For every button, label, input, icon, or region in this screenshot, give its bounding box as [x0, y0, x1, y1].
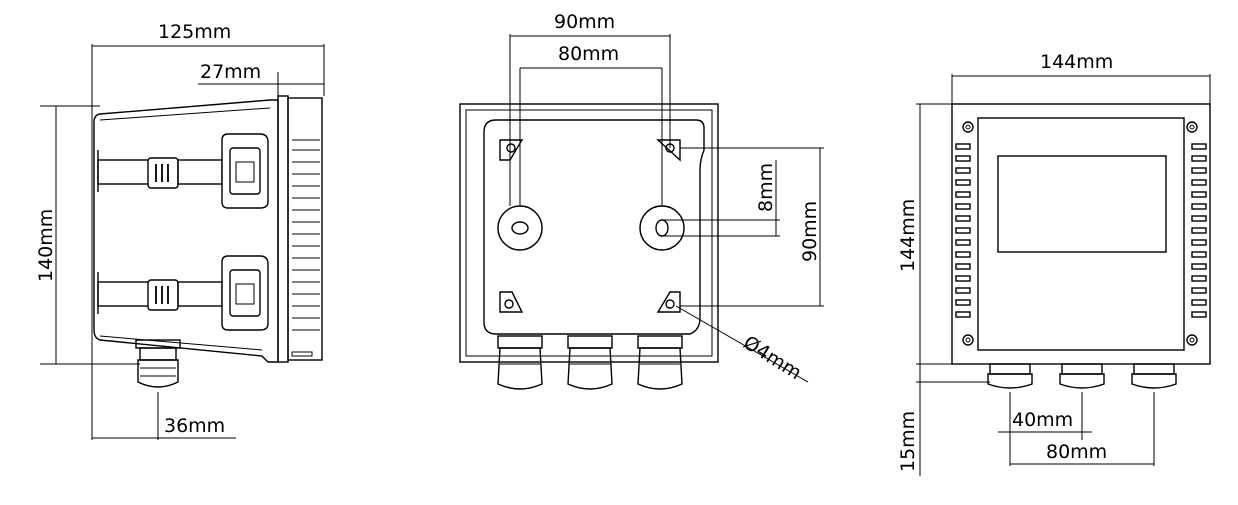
front-view-vents-right [1191, 143, 1207, 318]
back-view-enclosure [459, 103, 719, 363]
back-knockout-label: 8mm [755, 163, 777, 212]
front-width-label: 144mm [1040, 51, 1113, 73]
front-view-vents-left [955, 143, 971, 318]
front-view-cable-glands [987, 363, 1177, 389]
back-view-knockouts [497, 205, 685, 251]
side-view-bezel [277, 95, 289, 363]
front-view: 144mm 144mm 15mm 40mm 80mm [897, 51, 1211, 476]
side-width-label: 125mm [158, 21, 231, 43]
back-vertical-spacing-label: 90mm [799, 201, 821, 262]
side-view-body [93, 99, 279, 363]
side-view-cable-gland [135, 339, 181, 388]
back-outer-spacing-label: 90mm [554, 11, 615, 33]
side-height-label: 140mm [35, 209, 57, 282]
back-hole-diameter-label: Ø4mm [739, 332, 805, 385]
back-inner-spacing-label: 80mm [558, 43, 619, 65]
back-view-cable-glands [497, 335, 683, 390]
side-view: 125mm 27mm 140mm 36mm [35, 21, 325, 440]
side-gland-label: 36mm [164, 415, 225, 437]
side-view-fins [292, 139, 320, 331]
front-gland-span-label: 80mm [1046, 441, 1107, 463]
side-view-clamp-upper [97, 133, 269, 209]
back-view-plate [483, 119, 705, 335]
front-height-label: 144mm [897, 199, 919, 272]
front-bottom-label: 15mm [897, 411, 919, 472]
front-view-display[interactable] [997, 155, 1167, 253]
front-view-screws [962, 121, 1198, 346]
front-view-bezel [951, 103, 1211, 365]
side-view-clamp-lower [97, 255, 269, 331]
back-view: 90mm 80mm 90mm 8mm Ø4mm [459, 11, 824, 390]
front-gland-pitch-label: 40mm [1012, 409, 1073, 431]
side-depth-label: 27mm [200, 61, 261, 83]
